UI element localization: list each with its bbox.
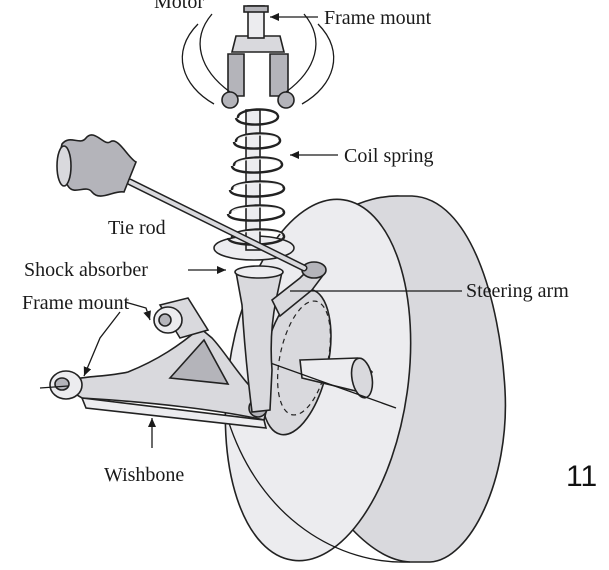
label-shock-absorber: Shock absorber <box>24 259 148 281</box>
label-steering-arm: Steering arm <box>466 280 569 302</box>
label-wishbone: Wishbone <box>104 464 184 486</box>
label-coil-spring: Coil spring <box>344 145 433 167</box>
arrow-frame-mount-left-b <box>84 312 120 376</box>
tie-rod <box>57 135 304 268</box>
label-motor: Motor <box>154 0 204 13</box>
page-number: 11 <box>566 460 597 493</box>
label-tie-rod: Tie rod <box>108 217 166 239</box>
label-frame-mount-left: Frame mount <box>22 292 130 314</box>
label-frame-mount-top: Frame mount <box>324 7 432 29</box>
top-mount <box>182 6 333 108</box>
